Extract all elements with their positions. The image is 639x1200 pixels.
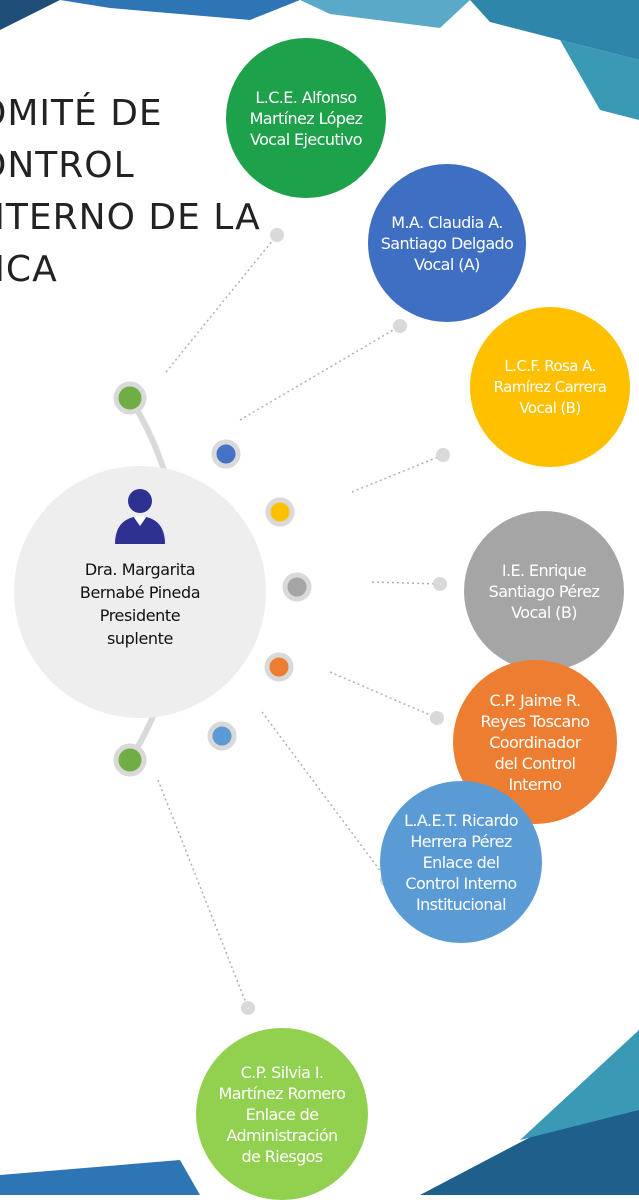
member-line: Vocal (A): [414, 254, 480, 274]
member-line: C.P. Jaime R.: [489, 690, 582, 710]
member-line: Vocal (B): [511, 602, 577, 622]
member-line: L.C.E. Alfonso: [255, 87, 357, 107]
arc-dot: [282, 572, 312, 602]
member-node: C.P. Silvia I. Martínez Romero Enlace de…: [196, 1028, 368, 1200]
president-line: Dra. Margarita: [84, 560, 196, 579]
arc-dot: [265, 497, 295, 527]
member-line: Martínez Romero: [218, 1083, 346, 1103]
member-line: Enlace del: [422, 852, 500, 872]
member-line: I.E. Enrique: [501, 560, 587, 580]
person-icon: [115, 489, 165, 544]
member-line: Administración: [226, 1125, 338, 1145]
member-line: Control Interno: [405, 873, 517, 893]
title-line: OMITÉ DE: [0, 93, 163, 134]
title-line: NTERNO DE LA: [0, 197, 261, 238]
arc-dot: [207, 721, 237, 751]
member-node: L.A.E.T. Ricardo Herrera Pérez Enlace de…: [380, 781, 542, 943]
member-line: L.A.E.T. Ricardo: [404, 810, 518, 830]
arc-dot: [113, 381, 147, 415]
member-node: L.C.E. Alfonso Martínez López Vocal Ejec…: [226, 38, 386, 198]
member-line: Vocal (B): [519, 398, 581, 417]
president-line: Bernabé Pineda: [79, 583, 201, 602]
arc-dot: [264, 652, 294, 682]
arc-dots: [113, 381, 312, 777]
dotted-connectors: [157, 234, 444, 1009]
member-node: L.C.F. Rosa A. Ramírez Carrera Vocal (B): [470, 307, 630, 467]
member-line: Santiago Pérez: [488, 581, 600, 601]
member-line: M.A. Claudia A.: [391, 212, 503, 232]
member-line: C.P. Silvia I.: [240, 1062, 324, 1082]
title-line: ONTROL: [0, 145, 135, 186]
member-node: M.A. Claudia A. Santiago Delgado Vocal (…: [368, 164, 526, 322]
member-node: I.E. Enrique Santiago Pérez Vocal (B): [464, 511, 624, 671]
member-line: Coordinador: [489, 732, 581, 752]
arc-dot: [113, 743, 147, 777]
member-line: Institucional: [416, 894, 507, 914]
arc-dot: [211, 439, 241, 469]
member-line: Ramírez Carrera: [493, 377, 607, 396]
member-line: de Riesgos: [241, 1146, 323, 1166]
president-line: Presidente: [99, 606, 181, 625]
member-line: Enlace de: [245, 1104, 319, 1124]
president-line: suplente: [107, 629, 173, 648]
member-line: Herrera Pérez: [410, 831, 512, 851]
member-line: L.C.F. Rosa A.: [504, 356, 596, 375]
member-line: Vocal Ejecutivo: [250, 129, 363, 149]
title-line: NCA: [0, 249, 58, 290]
page-title: OMITÉ DE ONTROL NTERNO DE LA NCA: [0, 88, 278, 296]
president-node: Dra. Margarita Bernabé Pineda Presidente…: [14, 466, 266, 718]
member-line: del Control: [494, 753, 576, 773]
member-line: Reyes Toscano: [480, 711, 590, 731]
member-line: Santiago Delgado: [380, 233, 514, 253]
member-line: Martínez López: [249, 108, 363, 128]
member-line: Interno: [508, 774, 562, 794]
